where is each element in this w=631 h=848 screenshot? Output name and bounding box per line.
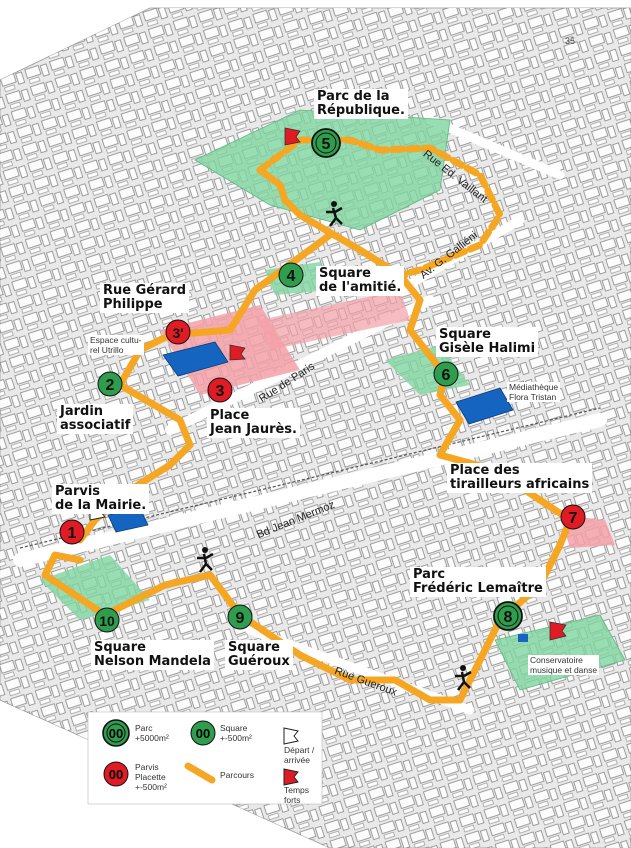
stop-marker-3: 3 [207, 377, 233, 403]
label-stop-5: Parc de la République. [314, 89, 408, 119]
legend-badge-parc: 00 [109, 726, 123, 741]
stop-marker-4: 4 [278, 262, 304, 288]
stop-number-7: 7 [569, 510, 578, 527]
stop-number-3b: 3' [172, 325, 183, 341]
flag-icon [229, 344, 246, 361]
label-stop-9: Square Guéroux [225, 640, 293, 670]
label-stop-4: Square de l'amitié. [316, 266, 405, 296]
stop-marker-7: 7 [560, 504, 586, 530]
flag-icon [283, 768, 299, 786]
legend-temps: Temps forts [284, 785, 310, 805]
stop-marker-9: 9 [227, 604, 253, 630]
flag-icon [549, 621, 567, 641]
stop-number-3: 3 [216, 383, 225, 400]
stop-number-6: 6 [442, 367, 451, 384]
temps-forts-flags [229, 127, 567, 641]
flag-icon [283, 727, 299, 745]
building-mediatheque [455, 387, 514, 425]
stop-number-10: 10 [99, 613, 115, 629]
label-stop-7: Place des tirailleurs africains [447, 463, 593, 493]
legend-parc: Parc +5000m² [135, 723, 169, 743]
legend-parcours: Parcours [220, 770, 255, 780]
park-republique-area [194, 109, 451, 231]
legend-badge-square: 00 [196, 726, 210, 741]
stop-markers: 1 2 3 3' 4 5 6 7 8 9 10 [59, 128, 586, 633]
stop-marker-1: 1 [59, 519, 85, 545]
label-stop-3b: Rue Gérard Philippe [100, 283, 189, 313]
stop-marker-2: 2 [97, 371, 123, 397]
stop-marker-5: 5 [311, 128, 341, 158]
stop-number-5: 5 [322, 136, 331, 153]
stop-marker-8: 8 [493, 601, 523, 631]
stop-marker-3b: 3' [165, 319, 191, 345]
street-mermoz [13, 413, 607, 567]
label-stop-3: Place Jean Jaurès. [207, 408, 300, 438]
page-number: 35 [565, 36, 576, 46]
stop-marker-10: 10 [94, 607, 120, 633]
label-espace-utrillo: Espace cultu- rel Utrillo [88, 335, 144, 355]
legend-square: Square +-500m² [220, 723, 252, 743]
legend-depart: Départ / arrivée [284, 745, 315, 765]
stop-number-2: 2 [106, 377, 115, 394]
building-blocks [0, 8, 631, 848]
street-vaillant [425, 115, 565, 180]
building-espace-utrillo [162, 341, 229, 377]
plaza-paris-area [260, 290, 410, 350]
label-stop-10: Square Nelson Mandela [91, 640, 214, 670]
park-lemaitre-area [494, 614, 626, 691]
building-conservatoire [518, 634, 528, 642]
legend-route-swatch [184, 762, 216, 784]
stop-number-8: 8 [504, 609, 513, 626]
legend-badge-parvis: 00 [109, 767, 123, 782]
label-stop-2: Jardin associatif [57, 404, 134, 434]
stop-marker-6: 6 [433, 361, 459, 387]
label-conservatoire: Conservatoire musique et danse [528, 655, 600, 675]
legend: 00 00 00 [87, 711, 323, 805]
runner-icon [455, 665, 472, 691]
flag-icon [284, 127, 301, 146]
label-stop-6: Square Gisèle Halimi [436, 327, 539, 357]
label-stop-8: Parc Frédéric Lemaître [410, 567, 546, 597]
label-stop-1: Parvis de la Mairie. [52, 484, 150, 514]
runner-icon [197, 547, 214, 573]
stop-number-9: 9 [236, 610, 245, 627]
stop-number-4: 4 [287, 268, 296, 285]
railway-line [19, 407, 601, 549]
label-mediatheque: Médiathèque Flora Tristan [507, 382, 561, 402]
legend-parvis: Parvis Placette +-500m² [135, 762, 167, 792]
stop-number-1: 1 [68, 525, 77, 542]
runner-icon [326, 201, 343, 227]
